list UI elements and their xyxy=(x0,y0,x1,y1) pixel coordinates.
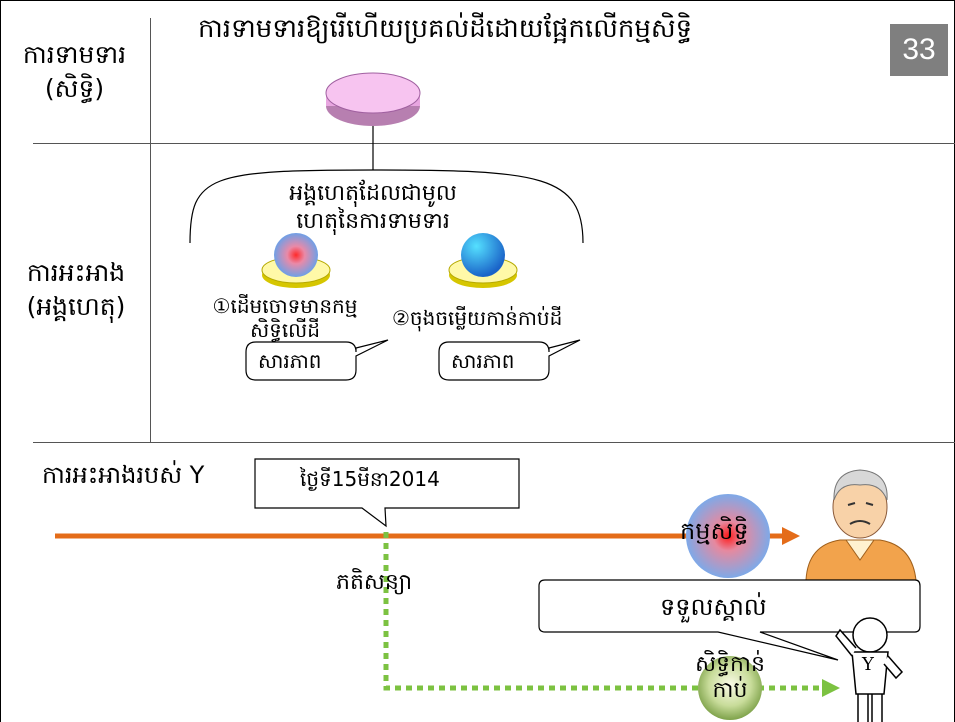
cause-brace xyxy=(189,169,584,244)
date-label: ថ្ងៃទី15មីនា2014 xyxy=(300,467,440,491)
factor-2-ball xyxy=(448,233,518,288)
admission-text-1: សារភាព xyxy=(258,349,322,373)
row-divider-bottom xyxy=(33,442,955,443)
assertion-label: ការអះអាង (អង្គហេតុ) xyxy=(26,258,126,321)
page-title: ការទាមទារឱ្យរើហើយប្រគល់ដីដោយផ្អែកលើកម្មស… xyxy=(198,14,693,44)
acknowledge-callout xyxy=(538,579,921,661)
y-assertion-label: ការអះអាងរបស់ Y xyxy=(42,461,205,489)
admission-callout-1 xyxy=(245,339,389,381)
possession-label: សិទ្ធិកាន់ កាប់ xyxy=(695,652,765,703)
cause-title: អង្គហេតុដែលជាមូល ហេតុនៃការទាមទារ xyxy=(289,181,457,234)
row-divider-top xyxy=(33,143,955,144)
claim-disc xyxy=(325,72,421,126)
lease-label: ភតិសន្យា xyxy=(336,570,413,595)
ownership-label: កម្មសិទ្ធិ xyxy=(680,517,749,545)
defendant-person-icon xyxy=(835,617,904,722)
acknowledge-label: ទទួលស្គាល់ xyxy=(660,593,767,621)
possession-arrowhead xyxy=(822,679,840,697)
plaintiff-person-icon xyxy=(805,469,917,581)
admission-text-2: សារភាព xyxy=(451,349,515,373)
ownership-ball xyxy=(686,494,770,578)
possession-path xyxy=(383,532,825,691)
column-divider xyxy=(150,18,151,442)
page-number-badge: 33 xyxy=(890,24,948,76)
y-letter: Y xyxy=(862,654,874,675)
claim-label: ការទាមទារ (សិទ្ធិ) xyxy=(22,40,127,103)
factor-1-ball xyxy=(261,233,331,288)
possession-ball xyxy=(698,656,762,720)
factor-2-label: ②ចុងចម្លើយកាន់កាប់ដី xyxy=(392,306,563,330)
timeline-arrowhead xyxy=(782,527,800,545)
date-callout xyxy=(254,458,520,528)
admission-callout-2 xyxy=(438,339,581,381)
factor-1-label: ①ដើមចោទមានកម្ម សិទ្ធិលើដី xyxy=(212,294,358,342)
